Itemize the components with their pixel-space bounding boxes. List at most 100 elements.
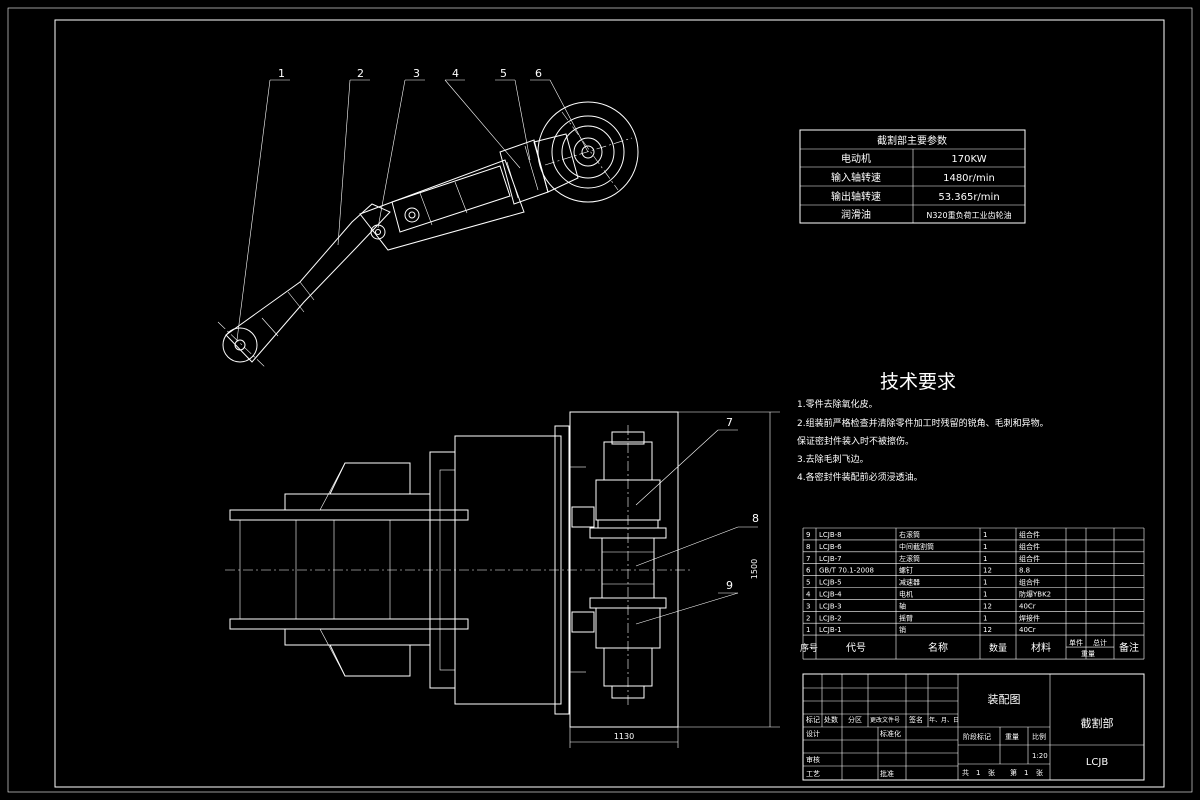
sheet-no-suffix: 张 bbox=[1036, 768, 1043, 777]
pivot-inner bbox=[234, 339, 246, 351]
rev-col: 标记 bbox=[806, 715, 820, 724]
balloon-5: 5 bbox=[500, 67, 507, 80]
bom-material: 组合件 bbox=[1019, 530, 1040, 539]
balloons-top: 1 2 3 4 5 6 bbox=[236, 67, 589, 341]
stage-label: 阶段标记 bbox=[963, 732, 991, 741]
role-standard: 标准化 bbox=[880, 729, 901, 738]
bom-code: LCJB-6 bbox=[819, 543, 842, 551]
bom-no: 1 bbox=[806, 626, 810, 634]
rev-col: 年、月、日 bbox=[929, 716, 959, 724]
bom-material: 8.8 bbox=[1019, 567, 1030, 575]
cutting-unit-plan-view: 1500 1130 bbox=[225, 411, 780, 748]
bom-name: 螺钉 bbox=[899, 566, 913, 575]
part-name: 截割部 bbox=[1081, 716, 1114, 730]
scale-label: 比例 bbox=[1032, 732, 1046, 741]
role-review: 审核 bbox=[806, 755, 820, 764]
bom-material: 组合件 bbox=[1019, 578, 1040, 587]
balloon-8: 8 bbox=[752, 512, 759, 525]
motor-housing bbox=[359, 159, 525, 251]
bom-code: GB/T 70.1-2008 bbox=[819, 567, 874, 575]
bom-qty: 1 bbox=[983, 555, 987, 563]
params-table-title: 截割部主要参数 bbox=[877, 134, 947, 147]
bom-no: 9 bbox=[806, 531, 810, 539]
param-value: N320重负荷工业齿轮油 bbox=[926, 210, 1011, 220]
param-label: 电动机 bbox=[841, 152, 871, 165]
dim-horizontal: 1130 bbox=[614, 732, 634, 741]
bom-header-total: 总计 bbox=[1093, 638, 1107, 647]
bom-header-remark: 备注 bbox=[1119, 641, 1139, 654]
drawing-title: 装配图 bbox=[988, 693, 1021, 706]
bom-no: 7 bbox=[806, 555, 810, 563]
dim-vertical: 1500 bbox=[750, 559, 759, 579]
bom-code: LCJB-4 bbox=[819, 591, 842, 599]
sheets-total: 1 bbox=[976, 769, 980, 777]
bom-name: 销 bbox=[899, 625, 906, 634]
bom-name: 减速器 bbox=[899, 578, 920, 587]
rev-col: 更改文件号 bbox=[870, 716, 900, 724]
bom-header-qty: 数量 bbox=[989, 642, 1007, 654]
balloon-7: 7 bbox=[726, 416, 733, 429]
cutting-drum-outer bbox=[537, 101, 639, 203]
rocker-arm bbox=[225, 203, 391, 363]
bom-qty: 12 bbox=[983, 626, 992, 634]
drawing-frame bbox=[54, 19, 1165, 788]
params-table: 截割部主要参数 电动机 170KW 输入轴转速 1480r/min 输出轴转速 … bbox=[799, 129, 1026, 224]
bom-code: LCJB-3 bbox=[819, 602, 842, 610]
balloon-3: 3 bbox=[413, 67, 420, 80]
balloon-6: 6 bbox=[535, 67, 542, 80]
drum-frame bbox=[569, 411, 679, 728]
role-approve: 批准 bbox=[880, 769, 894, 778]
bom-qty: 1 bbox=[983, 543, 987, 551]
balloons-bottom: 7 8 9 bbox=[635, 416, 759, 625]
cutting-arm-side-view bbox=[217, 101, 639, 369]
cutting-drum-rim bbox=[551, 115, 625, 189]
bom-code: LCJB-5 bbox=[819, 579, 842, 587]
bom-code: LCJB-2 bbox=[819, 614, 842, 622]
outer-border bbox=[7, 7, 1193, 793]
sheets-total-suffix: 张 bbox=[988, 768, 995, 777]
bom-qty: 1 bbox=[983, 591, 987, 599]
bom-material: 组合件 bbox=[1019, 542, 1040, 551]
param-label: 输出轴转速 bbox=[831, 190, 881, 203]
bom-no: 4 bbox=[806, 591, 811, 599]
param-label: 输入轴转速 bbox=[831, 171, 881, 184]
bom-no: 5 bbox=[806, 579, 810, 587]
title-block: 标记 处数 分区 更改文件号 签名 年、月、日 设计 标准化 审核 工艺 批准 … bbox=[802, 673, 1145, 781]
tech-req-item: 保证密封件装入时不被擦伤。 bbox=[797, 435, 914, 447]
bom-name: 轴 bbox=[899, 601, 906, 610]
bom-name: 中间截割筒 bbox=[899, 542, 934, 551]
bom-no: 2 bbox=[806, 614, 810, 622]
bom-no: 8 bbox=[806, 543, 810, 551]
bom-no: 3 bbox=[806, 602, 810, 610]
bom-material: 防爆YBK2 bbox=[1019, 590, 1051, 599]
balloon-1: 1 bbox=[278, 67, 285, 80]
pivot-outer bbox=[222, 327, 258, 363]
param-value: 170KW bbox=[951, 154, 986, 165]
param-label: 润滑油 bbox=[841, 208, 871, 221]
bom-header-no: 序号 bbox=[800, 642, 818, 654]
tech-req-title: 技术要求 bbox=[880, 371, 956, 393]
bom-qty: 12 bbox=[983, 567, 992, 575]
param-value: 53.365r/min bbox=[938, 192, 999, 203]
bom-header-single: 单件 bbox=[1069, 638, 1083, 647]
weight-label: 重量 bbox=[1005, 733, 1019, 741]
balloon-9: 9 bbox=[726, 579, 733, 592]
bom-name: 摇臂 bbox=[899, 613, 913, 622]
rev-col: 分区 bbox=[848, 715, 862, 724]
bom-no: 6 bbox=[806, 567, 811, 575]
bom-name: 右滚筒 bbox=[899, 530, 920, 539]
bom-header-material: 材料 bbox=[1031, 641, 1051, 654]
rev-col: 签名 bbox=[909, 715, 923, 724]
tech-req-item: 2.组装前严格检查并清除零件加工时残留的锐角、毛刺和异物。 bbox=[797, 417, 1049, 429]
sheets-total-prefix: 共 bbox=[962, 768, 969, 777]
bom-header-name: 名称 bbox=[928, 641, 948, 654]
drawing-no: LCJB bbox=[1086, 757, 1109, 768]
bom-qty: 12 bbox=[983, 602, 992, 610]
tech-req-item: 4.各密封件装配前必须浸透油。 bbox=[797, 471, 923, 483]
scale-value: 1:20 bbox=[1032, 752, 1048, 760]
bom-code: LCJB-1 bbox=[819, 626, 842, 634]
sheet-no: 1 bbox=[1024, 769, 1028, 777]
sheet-no-prefix: 第 bbox=[1010, 768, 1017, 777]
